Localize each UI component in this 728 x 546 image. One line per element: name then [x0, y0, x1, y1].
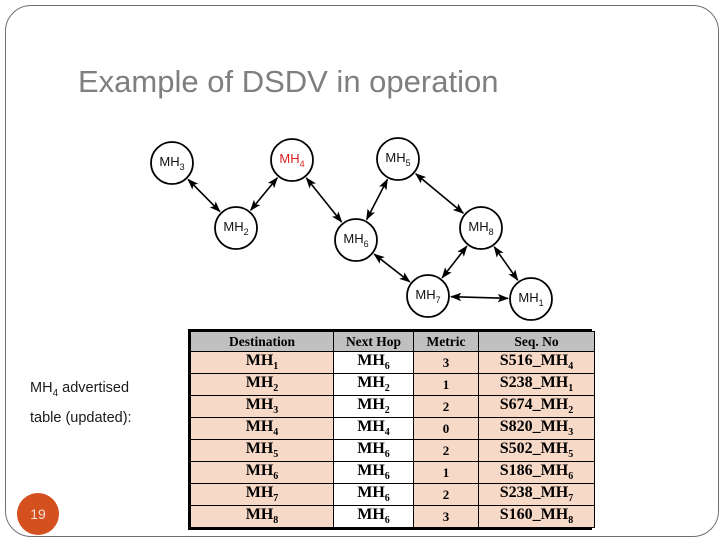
cell-seq-no: S674_MH2	[478, 395, 595, 418]
cell-next-hop: MH2	[333, 395, 414, 418]
diagram-edge-mh6-mh5	[365, 178, 389, 221]
diagram-node-mh3[interactable]	[150, 141, 194, 185]
cell-next-hop: MH6	[333, 461, 414, 484]
cell-metric: 3	[413, 351, 479, 374]
cell-metric: 2	[413, 483, 479, 506]
cell-metric: 1	[413, 461, 479, 484]
diagram-edge-mh6-mh7	[373, 253, 411, 283]
diagram-edge-mh4-mh6	[305, 177, 343, 223]
cell-next-hop: MH6	[333, 505, 414, 528]
cell-destination: MH2	[190, 373, 334, 396]
cell-destination: MH1	[190, 351, 334, 374]
diagram-edge-mh3-mh2	[187, 178, 221, 213]
column-header-seq-no: Seq. No	[478, 331, 595, 352]
cell-next-hop: MH4	[333, 417, 414, 440]
diagram-edge-mh5-mh8	[414, 173, 465, 214]
cell-seq-no: S516_MH4	[478, 351, 595, 374]
diagram-nodes	[150, 137, 553, 321]
diagram-edges	[187, 173, 519, 303]
cell-next-hop: MH2	[333, 373, 414, 396]
cell-seq-no: S502_MH5	[478, 439, 595, 462]
cell-destination: MH8	[190, 505, 334, 528]
cell-next-hop: MH6	[333, 483, 414, 506]
column-header-destination: Destination	[190, 331, 334, 352]
table-caption: MH4 advertised table (updated):	[30, 376, 190, 431]
cell-metric: 2	[413, 439, 479, 462]
cell-next-hop: MH6	[333, 351, 414, 374]
diagram-node-mh5[interactable]	[376, 137, 420, 181]
cell-seq-no: S238_MH1	[478, 373, 595, 396]
slide-number-badge: 19	[17, 493, 59, 535]
cell-seq-no: S160_MH8	[478, 505, 595, 528]
column-header-next-hop: Next Hop	[333, 331, 414, 352]
table-header-row: Destination Next Hop Metric Seq. No	[190, 331, 595, 352]
cell-destination: MH3	[190, 395, 334, 418]
diagram-node-mh1[interactable]	[509, 277, 553, 321]
diagram-edge-mh2-mh4	[250, 177, 278, 211]
cell-metric: 0	[413, 417, 479, 440]
cell-seq-no: S238_MH7	[478, 483, 595, 506]
diagram-node-mh4[interactable]	[270, 138, 314, 182]
column-header-metric: Metric	[413, 331, 479, 352]
diagram-edge-mh8-mh7	[441, 245, 468, 279]
page-title: Example of DSDV in operation	[78, 64, 499, 99]
diagram-node-mh7[interactable]	[406, 274, 450, 318]
cell-destination: MH4	[190, 417, 334, 440]
diagram-edge-mh8-mh1	[493, 246, 519, 281]
cell-seq-no: S820_MH3	[478, 417, 595, 440]
cell-metric: 1	[413, 373, 479, 396]
diagram-node-mh6[interactable]	[334, 218, 378, 262]
cell-destination: MH5	[190, 439, 334, 462]
network-topology-diagram	[150, 137, 553, 321]
cell-destination: MH6	[190, 461, 334, 484]
caption-line-1: MH4 advertised	[30, 380, 130, 399]
cell-next-hop: MH6	[333, 439, 414, 462]
diagram-edge-mh7-mh1	[450, 292, 509, 303]
caption-line-2: table (updated):	[30, 409, 132, 426]
cell-destination: MH7	[190, 483, 334, 506]
cell-metric: 2	[413, 395, 479, 418]
cell-seq-no: S186_MH6	[478, 461, 595, 484]
diagram-node-mh2[interactable]	[214, 206, 258, 250]
diagram-node-mh8[interactable]	[459, 206, 503, 250]
cell-metric: 3	[413, 505, 479, 528]
